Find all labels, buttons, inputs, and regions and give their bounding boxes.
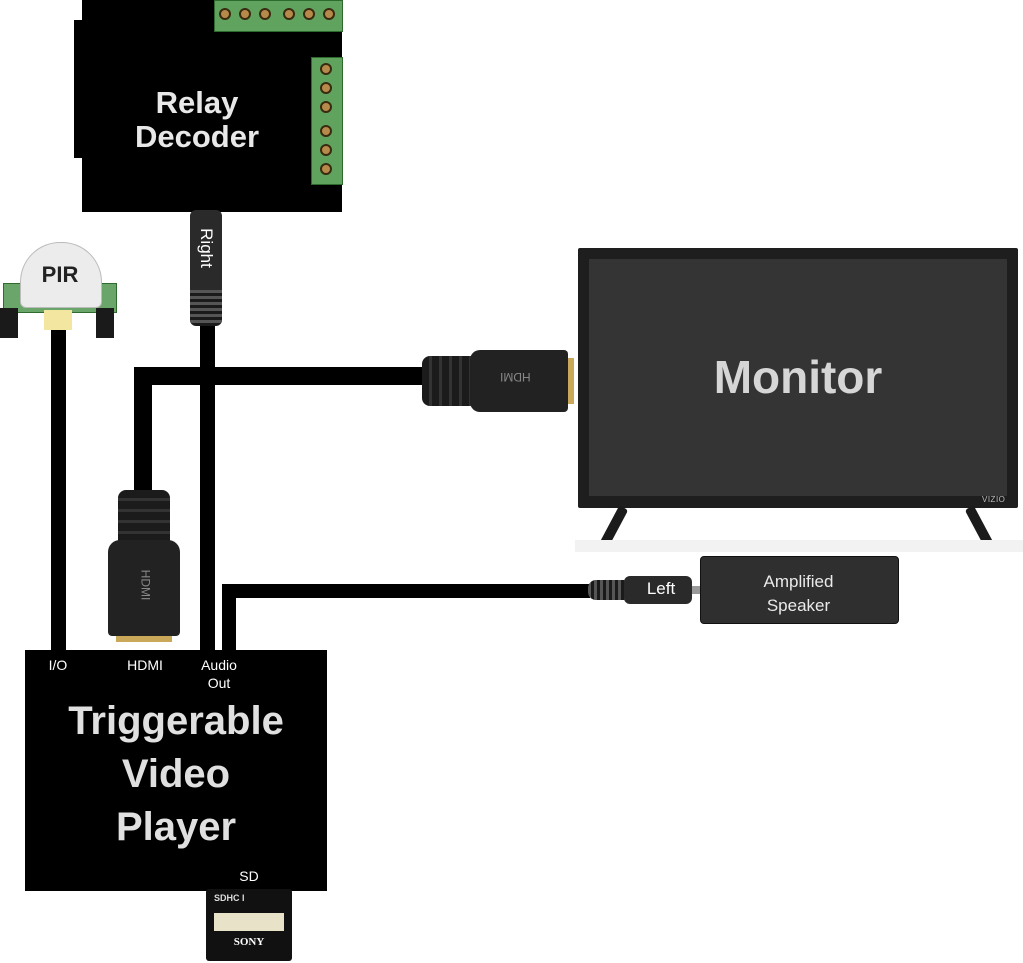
pir-sensor-dome xyxy=(20,242,102,308)
pir-label: PIR xyxy=(41,262,79,287)
left-channel-label: Left xyxy=(646,579,676,598)
port-io-label: I/O xyxy=(48,657,68,673)
relay-decoder-box xyxy=(74,0,342,212)
sd-card-label-stripe xyxy=(214,913,284,931)
cable-hdmi xyxy=(134,367,425,495)
port-sd-label: SD xyxy=(239,868,259,884)
monitor-label: Monitor xyxy=(713,351,883,403)
hdmi-plug-monitor: HDMI xyxy=(422,350,574,412)
sd-card-logo: SDHC I xyxy=(214,893,245,903)
cable-pir-io xyxy=(51,330,66,652)
video-player-box xyxy=(25,650,327,891)
cable-right-audio xyxy=(200,325,215,652)
right-channel-label: Right xyxy=(197,228,216,268)
sd-card-brand: SONY xyxy=(233,936,265,948)
left-audio-jack xyxy=(588,576,700,604)
port-hdmi-label: HDMI xyxy=(127,657,163,673)
speaker-label: Amplified Speaker xyxy=(763,572,834,615)
monitor-screen xyxy=(589,259,1007,496)
port-audio-label: Audio Out xyxy=(201,657,237,691)
cable-left-audio xyxy=(222,584,590,652)
hdmi-plug-player: HDMI xyxy=(108,490,180,650)
amplified-speaker xyxy=(700,556,899,624)
monitor-brand: VIZIO xyxy=(982,495,1006,504)
relay-terminal-top xyxy=(214,0,343,32)
relay-decoder-title: Relay Decoder xyxy=(134,85,260,154)
video-player-title: Triggerable Video Player xyxy=(68,699,284,849)
right-audio-jack xyxy=(190,210,222,326)
